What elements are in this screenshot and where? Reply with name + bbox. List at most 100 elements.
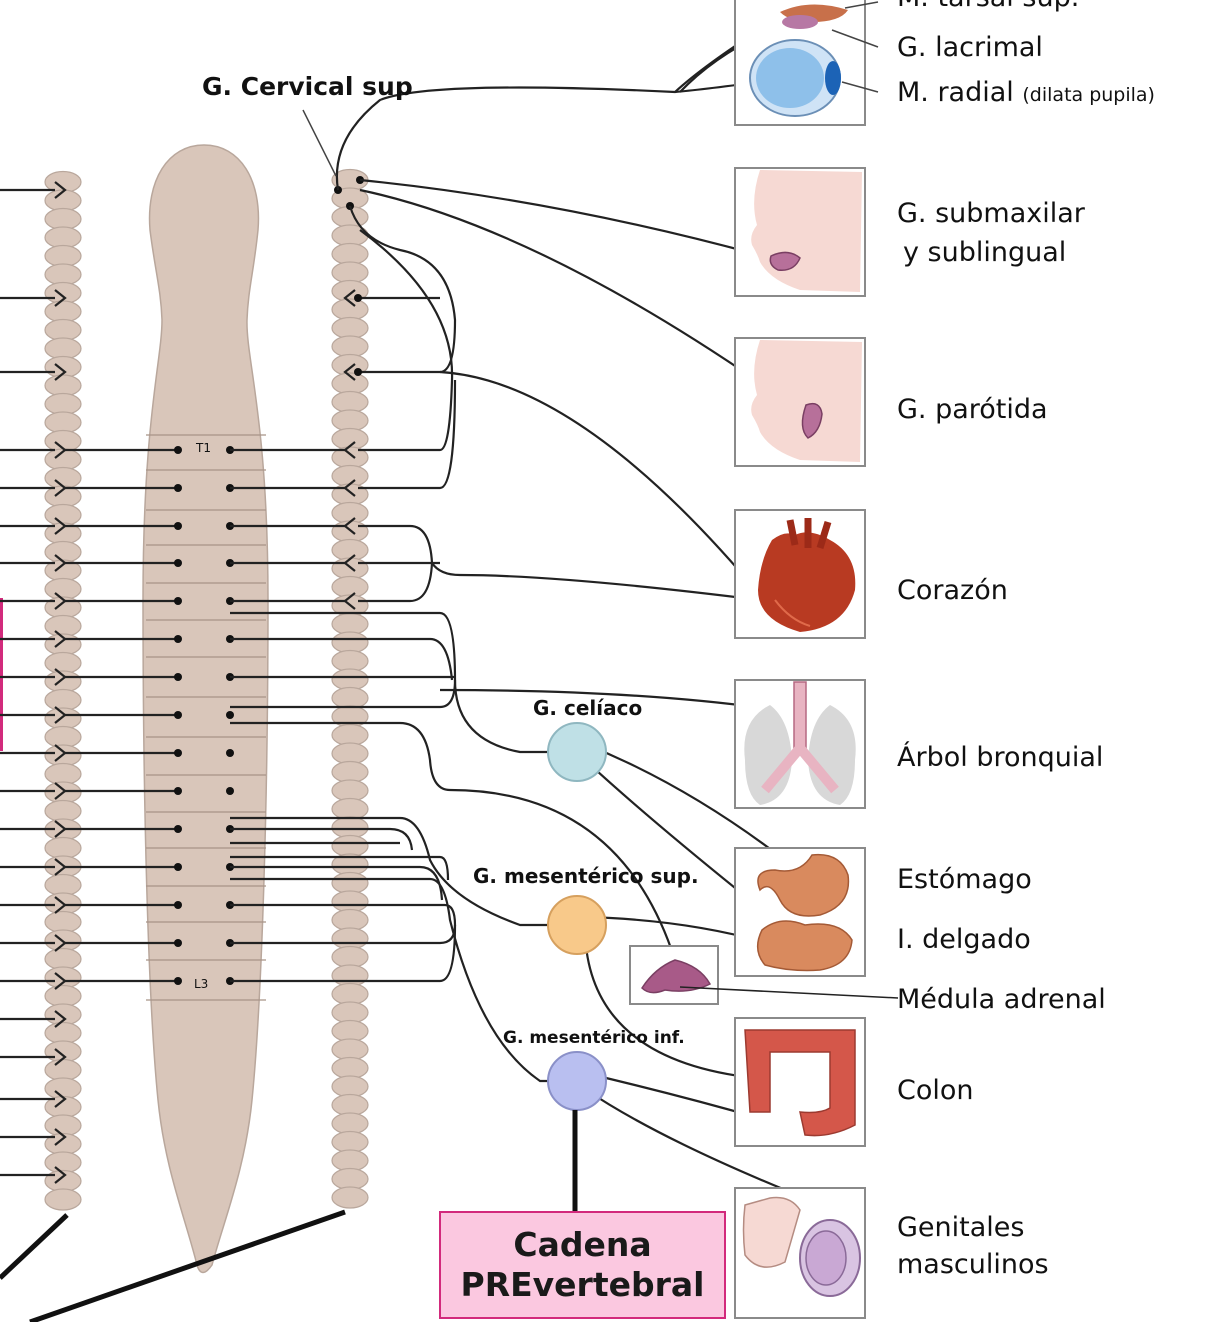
synapse-dot	[226, 749, 234, 757]
superior-mesenteric-ganglion	[548, 896, 606, 954]
left-marker-bar	[0, 598, 3, 751]
label-tarsal: M. tarsal sup.	[897, 0, 1079, 13]
chain-bead	[332, 1095, 368, 1116]
chain-bead	[45, 875, 81, 896]
synapse-dot	[174, 901, 182, 909]
callout-line-2: PREvertebral	[461, 1265, 705, 1305]
synapse-dot	[174, 977, 182, 985]
chain-bead	[332, 836, 368, 857]
chain-bead	[332, 614, 368, 635]
synapse-dot	[174, 711, 182, 719]
nerve-fiber	[440, 372, 760, 595]
chain-bead	[45, 1023, 81, 1044]
synapse-dot	[174, 597, 182, 605]
chain-bead	[45, 986, 81, 1007]
chain-bead	[332, 743, 368, 764]
chain-bead	[45, 1115, 81, 1136]
synapse-dot	[174, 484, 182, 492]
chain-bead	[45, 375, 81, 396]
label-estomago: Estómago	[897, 864, 1032, 895]
synapse-dot	[226, 787, 234, 795]
chain-bead	[332, 244, 368, 265]
chain-bead	[45, 801, 81, 822]
label-parotida: G. parótida	[897, 394, 1048, 425]
chain-bead	[45, 912, 81, 933]
chain-bead	[332, 540, 368, 561]
synapse-dot	[354, 294, 362, 302]
chain-bead	[332, 688, 368, 709]
label-arbol: Árbol bronquial	[897, 741, 1103, 773]
synapse-dot	[174, 825, 182, 833]
chain-bead	[332, 799, 368, 820]
chain-bead	[332, 632, 368, 653]
celiac-ganglion	[548, 723, 606, 781]
synapse-dot	[174, 787, 182, 795]
chain-bead	[332, 891, 368, 912]
chain-bead	[45, 209, 81, 230]
chain-bead	[45, 579, 81, 600]
chain-bead	[332, 1132, 368, 1153]
label-l3: L3	[194, 977, 208, 991]
chain-bead	[45, 690, 81, 711]
chain-bead	[45, 412, 81, 433]
nerve-fiber	[358, 380, 455, 488]
label-mes-inf: G. mesentérico inf.	[503, 1028, 685, 1048]
chain-bead	[45, 338, 81, 359]
chain-bead	[332, 817, 368, 838]
chain-bead	[332, 1021, 368, 1042]
spinal-cord	[143, 145, 268, 1273]
chain-bead	[45, 1078, 81, 1099]
chain-bead	[45, 764, 81, 785]
label-submaxilar-2: y sublingual	[903, 237, 1066, 268]
label-cervical-sup: G. Cervical sup	[202, 72, 413, 101]
label-corazon: Corazón	[897, 575, 1008, 606]
callout-line-1: Cadena	[513, 1225, 651, 1265]
chain-bead	[332, 392, 368, 413]
chain-bead	[332, 873, 368, 894]
chain-bead	[45, 190, 81, 211]
chain-bead	[332, 577, 368, 598]
synapse-dot	[174, 635, 182, 643]
chain-bead	[332, 651, 368, 672]
synapse-dot	[354, 368, 362, 376]
chain-bead	[45, 246, 81, 267]
chain-bead	[332, 503, 368, 524]
chain-bead	[332, 965, 368, 986]
chain-bead	[332, 1039, 368, 1060]
chain-bead	[332, 318, 368, 339]
chain-bead	[45, 967, 81, 988]
chain-bead	[45, 320, 81, 341]
chain-bead	[45, 949, 81, 970]
chain-bead	[332, 336, 368, 357]
inferior-mesenteric-ganglion	[548, 1052, 606, 1110]
label-lacrimal: G. lacrimal	[897, 32, 1043, 63]
chain-bead	[332, 780, 368, 801]
chain-bead	[45, 542, 81, 563]
chain-bead	[45, 838, 81, 859]
label-medula: Médula adrenal	[897, 984, 1106, 1015]
nerve-fiber	[358, 230, 452, 450]
chain-bead	[45, 227, 81, 248]
chain-bead	[45, 264, 81, 285]
chain-bead	[332, 1187, 368, 1208]
chain-bead	[332, 669, 368, 690]
nerve-fiber	[360, 180, 770, 258]
chain-bead	[332, 984, 368, 1005]
right-sympathetic-chain	[332, 170, 368, 1209]
synapse-dot	[174, 446, 182, 454]
synapse-dot	[174, 673, 182, 681]
chain-bead	[332, 1002, 368, 1023]
chain-bead	[45, 505, 81, 526]
synapse-dot	[174, 522, 182, 530]
chain-bead	[332, 928, 368, 949]
synapse-dot	[174, 863, 182, 871]
label-submaxilar-1: G. submaxilar	[897, 198, 1086, 229]
nerve-fiber	[358, 563, 432, 601]
nerve-fiber	[230, 613, 560, 752]
prevertebral-ganglia	[548, 723, 606, 1110]
label-celiac: G. celíaco	[533, 696, 642, 720]
chain-bead	[332, 762, 368, 783]
label-delgado: I. delgado	[897, 924, 1031, 955]
chain-bead	[45, 301, 81, 322]
